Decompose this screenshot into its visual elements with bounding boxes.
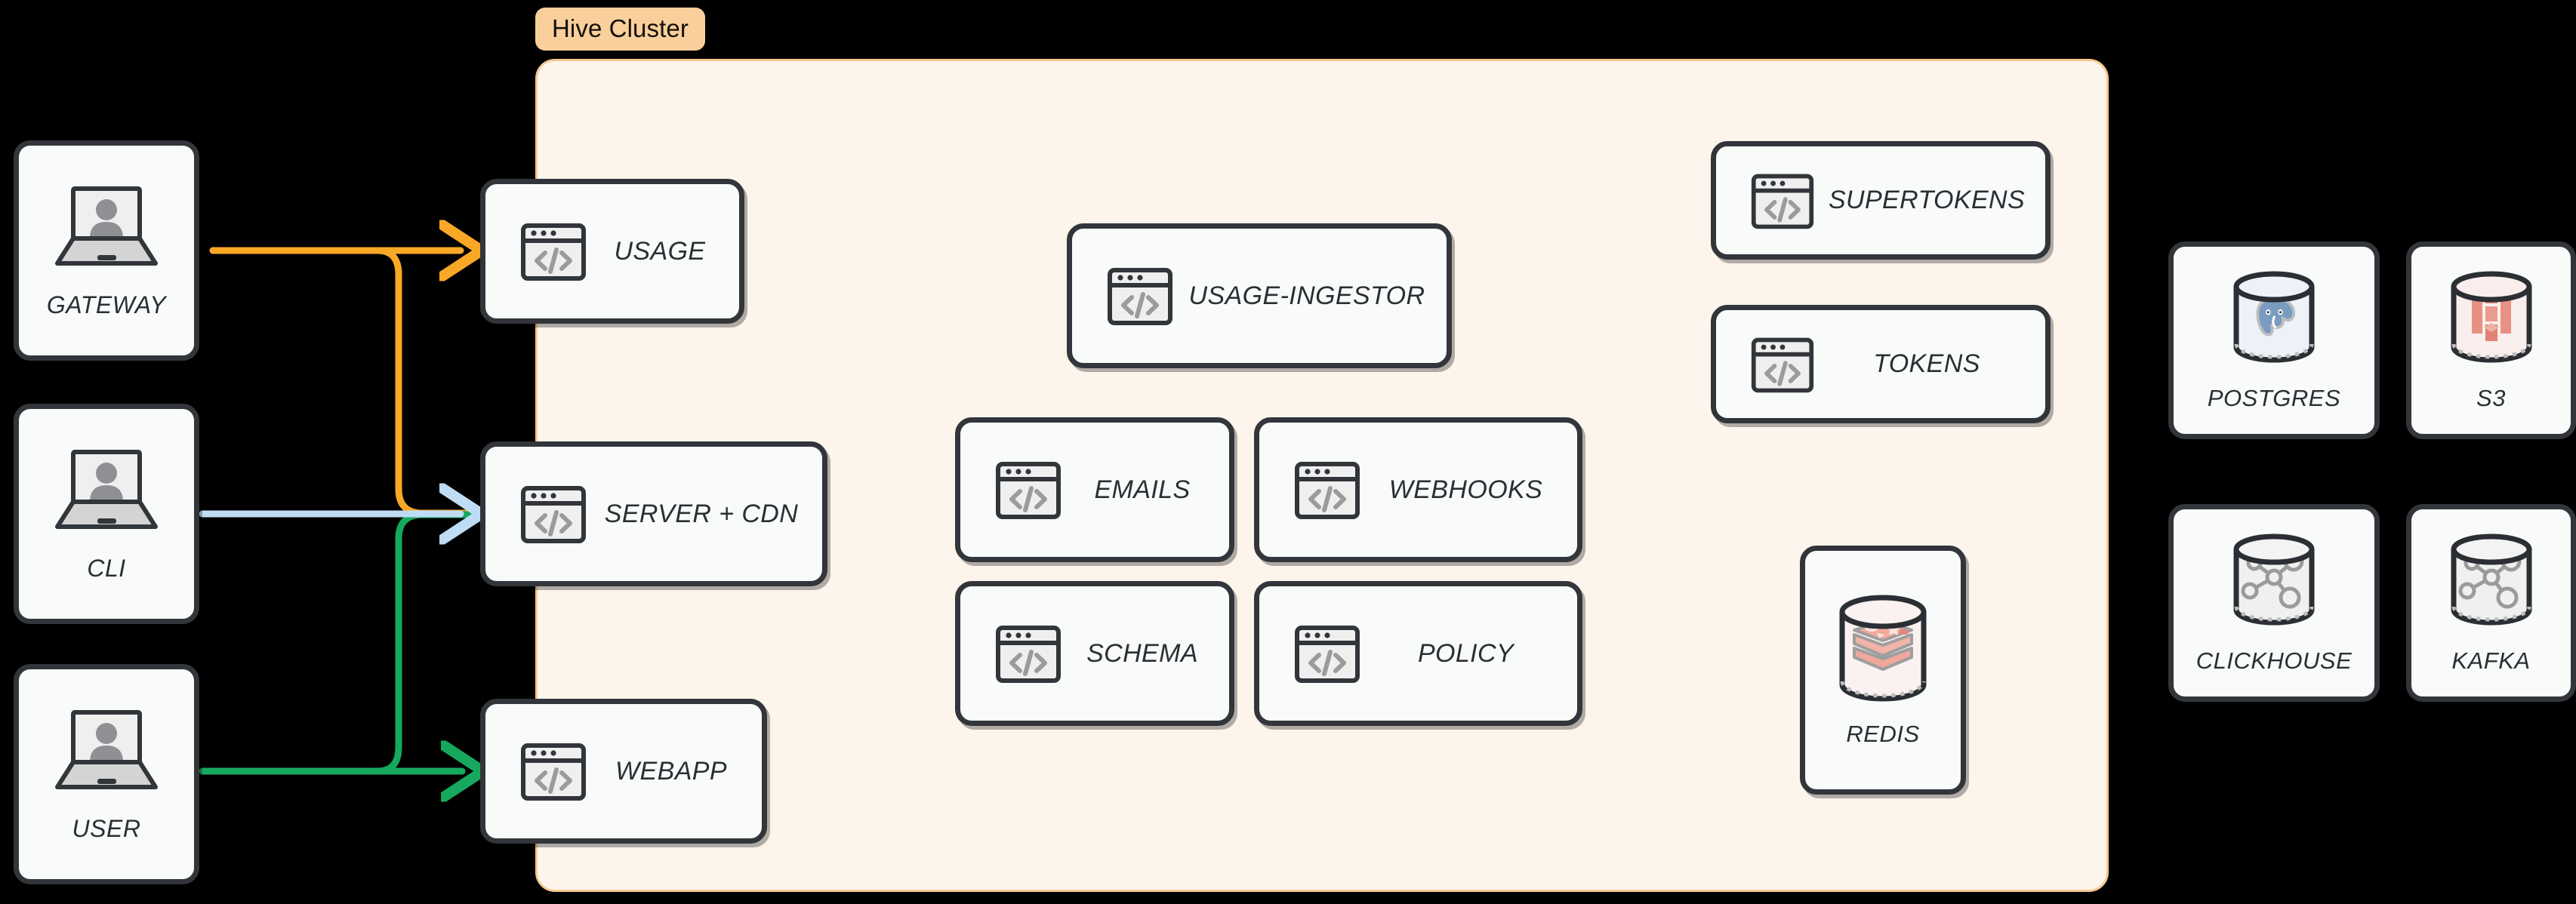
datastore-label-clickhouse: CLICKHOUSE <box>2195 647 2353 674</box>
datastore-label-s3: S3 <box>2476 385 2506 411</box>
datastore-card-redis[interactable]: REDIS <box>1800 546 1966 795</box>
actor-card-user[interactable]: USER <box>14 664 199 884</box>
service-card-schema[interactable]: SCHEMA <box>955 581 1234 726</box>
hive-cluster-label-text: Hive Cluster <box>552 14 689 42</box>
code-window-icon <box>1293 619 1362 688</box>
service-label-supertokens: SUPERTOKENS <box>1828 186 2026 214</box>
service-label-tokens: TOKENS <box>1873 349 1980 378</box>
service-card-usage-ingestor[interactable]: USAGE-INGESTOR <box>1067 223 1452 368</box>
code-window-icon <box>1293 455 1362 524</box>
actor-card-gateway[interactable]: GATEWAY <box>14 140 199 361</box>
service-card-usage[interactable]: USAGE <box>480 179 744 324</box>
service-label-usage-ingestor: USAGE-INGESTOR <box>1188 281 1425 310</box>
code-window-icon <box>994 619 1063 688</box>
actor-label-gateway: GATEWAY <box>46 291 167 318</box>
laptop-user-icon <box>50 183 163 272</box>
actor-label-user: USER <box>72 814 141 842</box>
service-card-supertokens[interactable]: SUPERTOKENS <box>1711 141 2051 260</box>
laptop-user-icon <box>50 446 163 535</box>
graph-cylinder-icon <box>2221 531 2327 631</box>
code-window-icon <box>519 217 588 286</box>
service-card-tokens[interactable]: TOKENS <box>1711 305 2051 423</box>
actor-card-cli[interactable]: CLI <box>14 404 199 624</box>
service-label-schema: SCHEMA <box>1086 638 1198 668</box>
service-label-policy: POLICY <box>1417 638 1514 668</box>
code-window-icon <box>1105 261 1175 331</box>
service-card-webhooks[interactable]: WEBHOOKS <box>1254 417 1582 562</box>
datastore-label-kafka: KAFKA <box>2451 647 2531 674</box>
actor-label-cli: CLI <box>87 554 126 582</box>
s3-cylinder-icon <box>2439 269 2544 368</box>
code-window-icon <box>994 455 1063 524</box>
datastore-card-s3[interactable]: S3 <box>2406 241 2576 439</box>
service-label-server-cdn: SERVER + CDN <box>604 499 799 528</box>
code-window-icon <box>1749 331 1816 398</box>
code-window-icon <box>519 736 588 806</box>
service-label-webhooks: WEBHOOKS <box>1388 475 1543 504</box>
code-window-icon <box>1749 168 1816 234</box>
service-card-server-cdn[interactable]: SERVER + CDN <box>480 441 827 586</box>
wire-gateway-to-server-cdn <box>209 247 473 517</box>
service-card-emails[interactable]: EMAILS <box>955 417 1234 562</box>
laptop-user-icon <box>50 706 163 795</box>
graph-cylinder-icon <box>2439 531 2544 631</box>
postgres-cylinder-icon <box>2221 269 2327 368</box>
datastore-card-kafka[interactable]: KAFKA <box>2406 504 2576 702</box>
service-label-webapp: WEBAPP <box>615 756 727 786</box>
datastore-card-clickhouse[interactable]: CLICKHOUSE <box>2168 504 2380 702</box>
service-label-emails: EMAILS <box>1094 475 1191 504</box>
datastore-label-postgres: POSTGRES <box>2207 385 2341 411</box>
redis-cylinder-icon <box>1830 592 1936 704</box>
service-card-policy[interactable]: POLICY <box>1254 581 1582 726</box>
code-window-icon <box>519 479 588 549</box>
datastore-card-postgres[interactable]: POSTGRES <box>2168 241 2380 439</box>
hive-cluster-label: Hive Cluster <box>535 8 705 51</box>
wire-user-to-server-cdn <box>209 511 473 775</box>
service-card-webapp[interactable]: WEBAPP <box>480 699 767 844</box>
service-label-usage: USAGE <box>614 236 706 266</box>
datastore-label-redis: REDIS <box>1846 721 1920 747</box>
